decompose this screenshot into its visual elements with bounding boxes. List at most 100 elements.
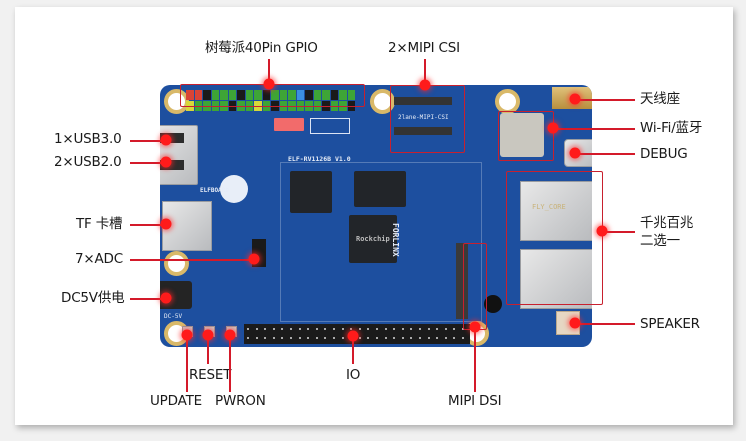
leader-line: [268, 59, 270, 84]
label-adc: 7×ADC: [75, 251, 123, 267]
pcb-board: ELF-RV1126B V1.0 ELFBOARD Rockchip FORLI…: [160, 85, 592, 347]
mipi-csi-connector: [394, 127, 452, 135]
io-pin: [453, 328, 456, 330]
io-pin: [410, 328, 413, 330]
io-pin: [419, 328, 421, 330]
io-pin: [384, 337, 387, 339]
io-pin: [367, 328, 370, 330]
io-pin: [436, 337, 439, 339]
io-pin: [324, 328, 327, 330]
label-usb3: 1×USB3.0: [54, 131, 122, 147]
leader-line: [229, 336, 231, 392]
marker-dot: [248, 253, 260, 265]
io-pin: [272, 337, 275, 339]
io-pin: [333, 328, 335, 330]
marker-dot: [160, 156, 172, 168]
elfboard-logo: [220, 175, 248, 203]
marker-dot: [419, 79, 431, 91]
io-pin: [315, 337, 318, 339]
leader-line: [207, 336, 209, 364]
mipi-csi-connector: [394, 97, 452, 105]
marker-dot: [160, 218, 172, 230]
memory-chip: [290, 171, 332, 213]
label-io: IO: [346, 367, 361, 383]
marker-dot: [596, 225, 608, 237]
io-pin: [376, 328, 378, 330]
elfboard-logo-text: ELFBOARD: [200, 187, 229, 194]
marker-dot: [547, 122, 559, 134]
marker-dot: [347, 330, 359, 342]
io-pin: [307, 328, 310, 330]
board-model-text: ELF-RV1126B V1.0: [288, 155, 351, 163]
marker-dot: [569, 93, 581, 105]
io-pin: [247, 337, 249, 339]
io-pin: [264, 328, 267, 330]
core-module: [280, 162, 482, 322]
gpio-pin: [228, 90, 236, 100]
io-pin: [401, 337, 404, 339]
io-pin: [324, 337, 327, 339]
gpio-pin: [194, 90, 202, 100]
label-debug: DEBUG: [640, 146, 688, 162]
io-pin: [281, 337, 284, 339]
io-pin: [290, 337, 292, 339]
label-speaker: SPEAKER: [640, 316, 700, 332]
io-pin: [315, 328, 318, 330]
soc-chip: [349, 215, 397, 263]
io-pin: [264, 337, 267, 339]
gpio-pin: [262, 90, 270, 100]
io-pin: [427, 328, 430, 330]
leader-line: [130, 298, 166, 300]
io-pin: [255, 337, 258, 339]
io-pin: [307, 337, 310, 339]
io-pin: [272, 328, 275, 330]
switch-table: [310, 118, 350, 134]
leader-line: [602, 231, 635, 233]
wifi-highlight-box: [498, 111, 554, 161]
leader-line: [186, 336, 188, 392]
mounting-hole: [495, 89, 520, 114]
io-pin: [410, 337, 413, 339]
label-pwron: PWRON: [215, 393, 266, 409]
io-pin: [444, 337, 447, 339]
gpio-pin: [203, 90, 211, 100]
label-wifi-bt: Wi-Fi/蓝牙: [640, 120, 703, 136]
io-pin: [290, 328, 292, 330]
microphone: [484, 295, 502, 313]
label-dc-power: DC5V供电: [61, 290, 125, 306]
io-pin: [427, 337, 430, 339]
gpio-pin: [322, 90, 330, 100]
gpio-pin: [211, 90, 219, 100]
leader-line: [130, 140, 166, 142]
dc-silk: DC-5V: [164, 313, 183, 320]
io-pin: [453, 337, 456, 339]
mounting-hole: [164, 251, 189, 276]
marker-dot: [224, 329, 236, 341]
io-pin: [419, 337, 421, 339]
soc-brand: Rockchip: [356, 235, 390, 243]
marker-dot: [469, 321, 481, 333]
io-pin: [255, 328, 258, 330]
gpio-pin: [237, 90, 245, 100]
io-pin: [350, 328, 353, 330]
marker-dot: [569, 317, 581, 329]
io-pin: [358, 328, 361, 330]
leader-line: [352, 336, 354, 364]
label-gpio: 树莓派40Pin GPIO: [205, 40, 318, 56]
leader-line: [130, 259, 254, 261]
label-ethernet-line2: 二选一: [640, 233, 680, 249]
eth-jack-text: FLY_CORE: [532, 203, 566, 211]
marker-dot: [160, 292, 172, 304]
wifi-module: [500, 113, 544, 157]
marker-dot: [202, 329, 214, 341]
mipi-dsi-connector: [456, 243, 468, 319]
ethernet-highlight-box: [506, 171, 603, 305]
gpio-pin: [186, 90, 194, 100]
ethernet-jack-100m: [520, 249, 592, 309]
io-pin: [358, 337, 361, 339]
io-pin: [367, 337, 370, 339]
dip-switch: [274, 118, 304, 131]
mipi-csi-highlight-box: [390, 85, 465, 153]
io-pin: [393, 328, 396, 330]
gpio-pin: [254, 90, 262, 100]
